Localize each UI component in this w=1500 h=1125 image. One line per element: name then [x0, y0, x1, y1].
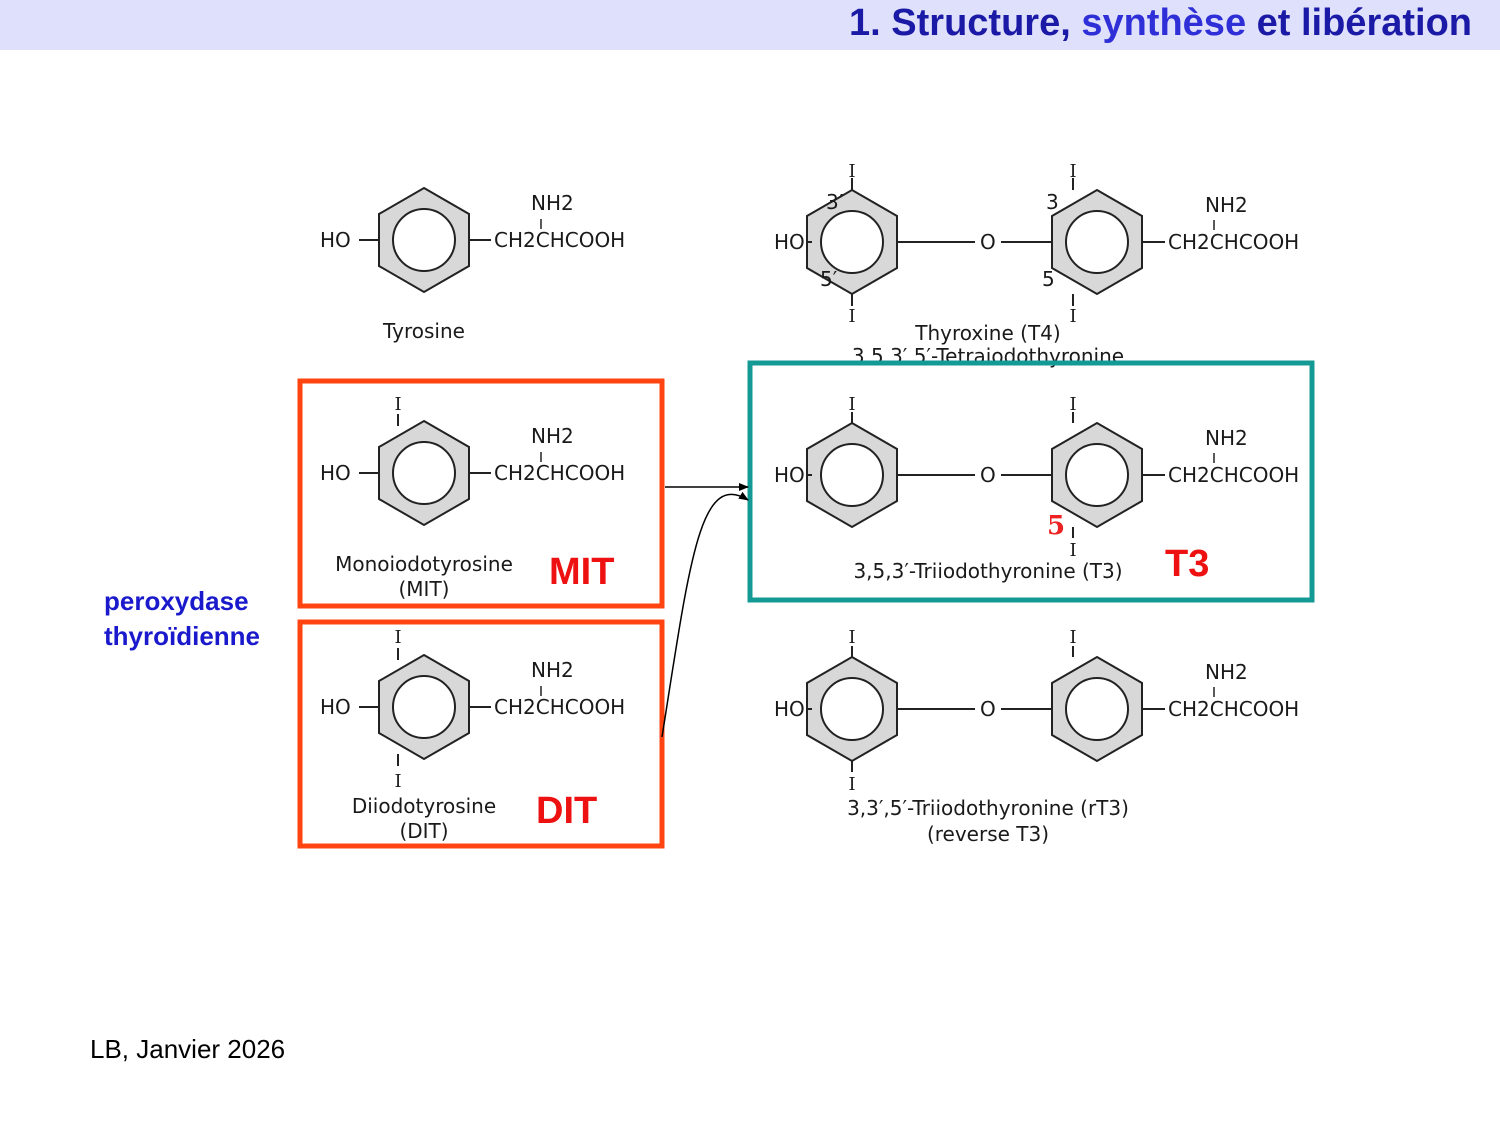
tyrosine-ho: HO: [320, 228, 351, 252]
title-part3: et libération: [1246, 2, 1472, 44]
tyrosine-nh2: NH2: [531, 191, 574, 215]
dit-iodine-top: I: [394, 627, 401, 648]
t3-ring-outer: [806, 422, 898, 528]
dit-to-t3-arrow: [661, 491, 749, 738]
rt3-structure: I I I HO O CH2CHCOOH NH2 3,3′,5′-Triiodo…: [774, 627, 1299, 846]
thyroxine-structure: HO O CH2CHCOOH NH2 I I I I 3′ 5′ 3 5 Thy…: [774, 161, 1299, 368]
dit-ring: [378, 654, 470, 760]
mit-structure: I HO NH2 CH2CHCOOH Monoiodotyrosine (MIT…: [320, 394, 625, 601]
rt3-ho: HO: [774, 697, 805, 721]
rt3-nh2: NH2: [1205, 660, 1248, 684]
rt3-iodine-3p: I: [848, 627, 855, 648]
mit-nh2: NH2: [531, 424, 574, 448]
t4-oxygen: O: [980, 230, 996, 254]
t4-iodine-5p: I: [848, 306, 855, 327]
mit-red-label: MIT: [549, 551, 614, 593]
dit-nh2: NH2: [531, 658, 574, 682]
dit-ho: HO: [320, 695, 351, 719]
rt3-oxygen: O: [980, 697, 996, 721]
t4-pos-3prime: 3′: [826, 190, 844, 214]
t3-position-5-marker: 5: [1047, 511, 1065, 541]
mit-ho: HO: [320, 461, 351, 485]
t4-iodine-3p: I: [848, 161, 855, 182]
rt3-ring-inner: [1051, 656, 1143, 762]
rt3-chain: CH2CHCOOH: [1168, 697, 1299, 721]
tyrosine-chain: CH2CHCOOH: [494, 228, 625, 252]
tyrosine-label: Tyrosine: [382, 319, 465, 343]
rt3-name: 3,3′,5′-Triiodothyronine (rT3): [847, 796, 1129, 820]
t4-chain: CH2CHCOOH: [1168, 230, 1299, 254]
slide-title: 1. Structure, synthèse et libération: [849, 2, 1472, 45]
t4-ring-inner: [1051, 189, 1143, 295]
t4-ho: HO: [774, 230, 805, 254]
t3-structure: I I I HO O CH2CHCOOH NH2 5 3,5,3′-Triiod…: [774, 394, 1299, 583]
rt3-subname: (reverse T3): [927, 822, 1049, 846]
t3-iodine-5: I: [1069, 540, 1076, 561]
t3-oxygen: O: [980, 463, 996, 487]
enzyme-note-line1: peroxydase: [104, 586, 249, 616]
title-part2: synthèse: [1081, 2, 1247, 44]
tyrosine-structure: HO NH2 CH2CHCOOH Tyrosine: [320, 187, 625, 343]
rt3-iodine-3: I: [1069, 627, 1076, 648]
dit-structure: I I HO NH2 CH2CHCOOH Diiodotyrosine (DIT…: [320, 627, 625, 843]
dit-name: Diiodotyrosine: [352, 794, 496, 818]
mit-name: Monoiodotyrosine: [335, 552, 513, 576]
dit-red-label: DIT: [536, 790, 597, 832]
header-bar: [0, 0, 1500, 50]
t3-iodine-3p: I: [848, 394, 855, 415]
t3-chain: CH2CHCOOH: [1168, 463, 1299, 487]
dit-chain: CH2CHCOOH: [494, 695, 625, 719]
mit-abbr: (MIT): [399, 577, 450, 601]
t3-highlight-box: [747, 360, 1315, 603]
t3-nh2: NH2: [1205, 426, 1248, 450]
t3-ho: HO: [774, 463, 805, 487]
t4-label: Thyroxine (T4): [914, 321, 1060, 345]
tyrosine-ring: [378, 187, 470, 293]
t4-pos-5prime: 5′: [820, 267, 838, 291]
title-part1: 1. Structure,: [849, 2, 1082, 44]
t4-pos-3: 3: [1046, 190, 1059, 214]
t3-ring-inner: [1051, 422, 1143, 528]
t4-pos-5: 5: [1042, 267, 1055, 291]
t4-iodine-3: I: [1069, 161, 1076, 182]
t3-iodine-3: I: [1069, 394, 1076, 415]
enzyme-note-line2: thyroïdienne: [104, 621, 261, 651]
dit-abbr: (DIT): [399, 819, 448, 843]
mit-chain: CH2CHCOOH: [494, 461, 625, 485]
t4-iodine-5: I: [1069, 306, 1076, 327]
mit-ring: [378, 420, 470, 526]
enzyme-note: peroxydase thyroïdienne: [104, 584, 260, 654]
dit-iodine-bottom: I: [394, 771, 401, 792]
t3-name: 3,5,3′-Triiodothyronine (T3): [853, 559, 1122, 583]
mit-highlight-box: [297, 378, 665, 609]
mit-iodine: I: [394, 394, 401, 415]
footer-credit: LB, Janvier 2026: [90, 1034, 286, 1064]
rt3-iodine-5p: I: [848, 774, 855, 795]
t3-red-label: T3: [1165, 543, 1209, 585]
t4-nh2: NH2: [1205, 193, 1248, 217]
rt3-ring-outer: [806, 656, 898, 762]
